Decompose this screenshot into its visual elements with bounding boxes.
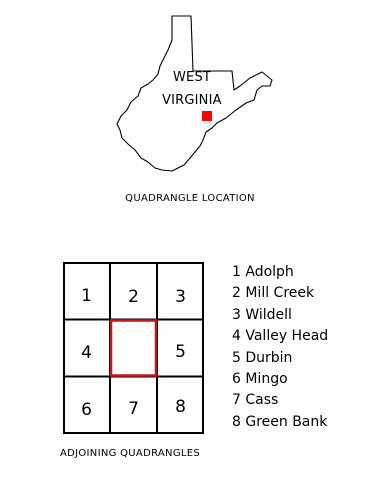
quadrangle-location-caption: QUADRANGLE LOCATION: [125, 193, 255, 204]
legend-item: 1 Adolph: [232, 264, 294, 280]
state-label-west: WEST: [173, 70, 212, 85]
adjoining-quadrangles-legend: 1 Adolph 2 Mill Creek 3 Wildell 4 Valley…: [232, 262, 328, 433]
state-outline: [116, 15, 273, 172]
adjoining-quadrangles-grid: 1 2 3 4 5 6 7 8: [63, 262, 204, 434]
grid-cell-5: 5: [175, 342, 186, 362]
state-label-virginia: VIRGINIA: [162, 93, 222, 108]
legend-item: 6 Mingo: [232, 371, 288, 388]
grid-cell-8: 8: [175, 397, 186, 417]
grid-cell-1: 1: [81, 286, 92, 306]
grid-cell-6: 6: [81, 400, 92, 420]
legend-item: 3 Wildell: [232, 306, 292, 323]
grid-cell-3: 3: [175, 287, 186, 307]
adjoining-quadrangles-caption: ADJOINING QUADRANGLES: [59, 448, 201, 459]
current-quadrangle-outline: [109, 319, 158, 377]
grid-cell-2: 2: [128, 287, 139, 307]
grid-lines: [63, 262, 204, 434]
quadrangle-location-marker: [202, 111, 212, 121]
legend-item: 2 Mill Creek: [232, 285, 315, 302]
west-virginia-outline-map: [116, 15, 273, 172]
grid-cell-7: 7: [128, 399, 139, 419]
legend-item: 5 Durbin: [232, 349, 293, 366]
grid-cell-4: 4: [81, 343, 92, 363]
legend-item: 8 Green Bank: [232, 413, 328, 430]
legend-item: 7 Cass: [232, 392, 279, 409]
legend-item: 4 Valley Head: [232, 328, 329, 345]
